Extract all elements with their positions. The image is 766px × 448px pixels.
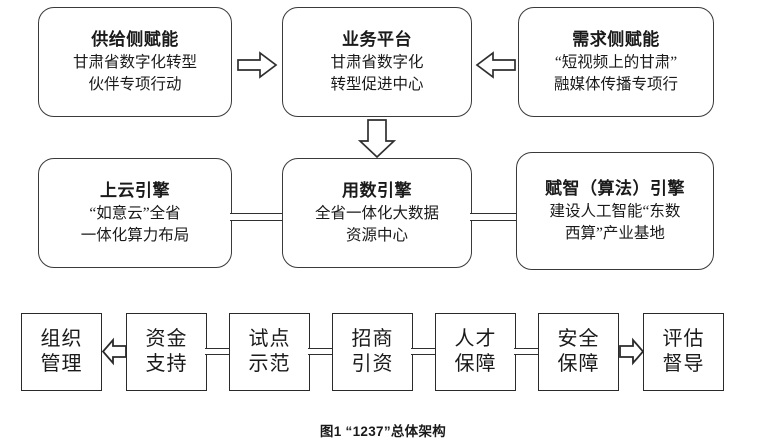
- row2-box-data-engine-title: 用数引擎: [342, 181, 412, 201]
- row3-box-talent-guarantee: 人才 保障: [435, 313, 516, 391]
- row1-box-supply-side-enablement-line1: 甘肃省数字化转型: [72, 53, 197, 71]
- row1-box-business-platform-line2: 转型促进中心: [330, 75, 424, 93]
- row1-box-demand-side-enablement-line2: 融媒体传播专项行: [553, 75, 678, 93]
- row1-box-supply-side-enablement-line2: 伙伴专项行动: [88, 75, 182, 93]
- row3-box-funding-support: 资金 支持: [126, 313, 207, 391]
- row2-box-cloud-engine-title: 上云引擎: [100, 181, 170, 201]
- row1-box-demand-side-enablement-title: 需求侧赋能: [572, 30, 660, 50]
- row3-box-organization-management-line2: 管理: [40, 353, 83, 375]
- connector-talent-to-security: [514, 348, 540, 355]
- row3-box-assessment-supervision-line2: 督导: [662, 353, 705, 375]
- row2-box-ai-engine-line1: 建设人工智能“东数: [549, 202, 681, 220]
- row2-box-ai-engine-title: 赋智（算法）引擎: [545, 179, 685, 199]
- row2-box-data-engine-line1: 全省一体化大数据: [314, 204, 439, 222]
- row2-box-ai-engine: 赋智（算法）引擎 建设人工智能“东数 西算”产业基地: [516, 152, 714, 270]
- row3-box-pilot-demonstration-line2: 示范: [248, 353, 291, 375]
- connector-investment-to-talent: [411, 348, 437, 355]
- arrow-down-platform-to-engines: [355, 119, 399, 159]
- row3-box-security-guarantee-line2: 保障: [557, 353, 600, 375]
- row3-box-investment-attraction-line2: 引资: [351, 353, 394, 375]
- connector-data-to-ai: [470, 213, 520, 221]
- connector-funding-to-pilot: [205, 348, 231, 355]
- row3-box-pilot-demonstration-line1: 试点: [248, 327, 291, 350]
- row3-box-funding-support-line2: 支持: [145, 353, 188, 375]
- row3-box-talent-guarantee-line2: 保障: [454, 353, 497, 375]
- row3-box-security-guarantee: 安全 保障: [538, 313, 619, 391]
- row3-box-pilot-demonstration: 试点 示范: [229, 313, 310, 391]
- row2-box-cloud-engine-line2: 一体化算力布局: [80, 226, 190, 244]
- row2-box-cloud-engine: 上云引擎 “如意云”全省 一体化算力布局: [38, 158, 232, 268]
- arrow-right-security-to-audit: [618, 337, 645, 366]
- row2-box-data-engine: 用数引擎 全省一体化大数据 资源中心: [282, 158, 472, 268]
- row3-box-talent-guarantee-line1: 人才: [454, 327, 497, 350]
- row3-box-funding-support-line1: 资金: [145, 327, 188, 350]
- row1-box-demand-side-enablement-line1: “短视频上的甘肃”: [554, 53, 678, 71]
- row3-box-investment-attraction-line1: 招商: [351, 327, 394, 350]
- arrow-right-supply-to-platform: [236, 50, 278, 80]
- row1-box-business-platform: 业务平台 甘肃省数字化 转型促进中心: [282, 7, 472, 117]
- row1-box-supply-side-enablement: 供给侧赋能 甘肃省数字化转型 伙伴专项行动: [38, 7, 232, 117]
- row1-box-supply-side-enablement-title: 供给侧赋能: [91, 30, 179, 50]
- connector-pilot-to-investment: [308, 348, 334, 355]
- row2-box-cloud-engine-line1: “如意云”全省: [89, 204, 181, 222]
- row1-box-demand-side-enablement: 需求侧赋能 “短视频上的甘肃” 融媒体传播专项行: [518, 7, 714, 117]
- row3-box-assessment-supervision: 评估 督导: [643, 313, 724, 391]
- figure-caption: 图1 “1237”总体架构: [319, 424, 447, 439]
- row3-box-security-guarantee-line1: 安全: [557, 327, 600, 350]
- row1-box-business-platform-title: 业务平台: [342, 30, 412, 50]
- row3-box-organization-management: 组织 管理: [21, 313, 102, 391]
- row3-box-organization-management-line1: 组织: [40, 327, 83, 350]
- row2-box-data-engine-line2: 资源中心: [345, 226, 408, 244]
- arrow-left-funding-to-org: [101, 337, 128, 366]
- connector-cloud-to-data: [230, 213, 284, 221]
- row3-box-investment-attraction: 招商 引资: [332, 313, 413, 391]
- row2-box-ai-engine-line2: 西算”产业基地: [565, 224, 665, 242]
- arrow-left-demand-to-platform: [475, 50, 517, 80]
- row1-box-business-platform-line1: 甘肃省数字化: [330, 53, 424, 71]
- row3-box-assessment-supervision-line1: 评估: [662, 327, 705, 350]
